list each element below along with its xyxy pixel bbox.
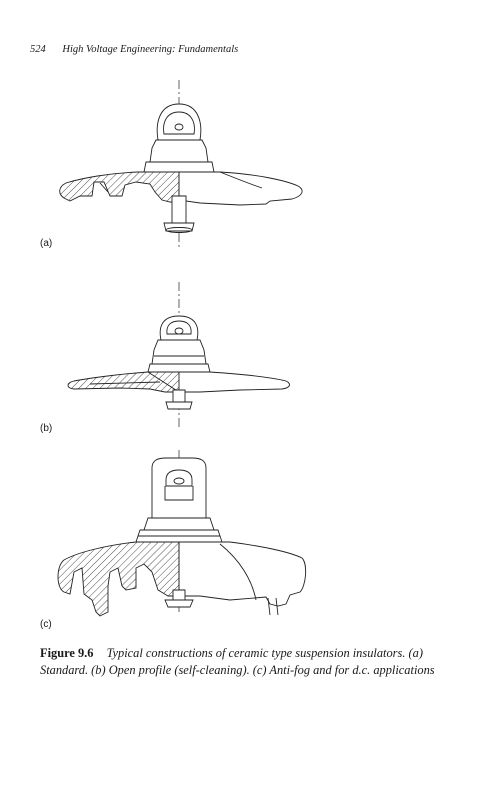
running-header: 524 High Voltage Engineering: Fundamenta… [30, 44, 238, 55]
insulator-standard-drawing [59, 80, 303, 248]
running-title: High Voltage Engineering: Fundamentals [62, 44, 239, 55]
page-number: 524 [30, 44, 46, 55]
caption-number: Figure 9.6 [40, 646, 94, 660]
panel-label-a: (a) [40, 238, 53, 249]
figure-caption: Figure 9.6 Typical constructions of cera… [40, 645, 450, 679]
insulator-open-profile-drawing [67, 282, 290, 430]
caption-text: Typical constructions of ceramic type su… [40, 646, 435, 677]
insulator-anti-fog-drawing [57, 450, 307, 617]
panel-label-b: (b) [40, 423, 53, 434]
panel-label-c: (c) [40, 619, 52, 630]
